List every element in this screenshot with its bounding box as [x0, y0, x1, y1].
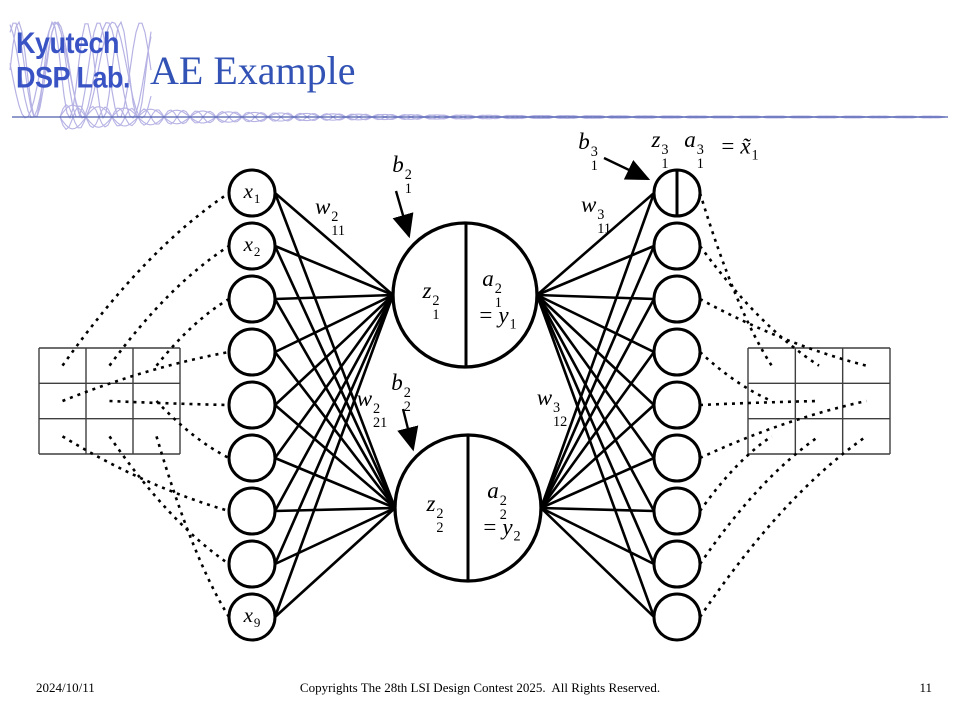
bias-arrow-b1-3 — [603, 156, 651, 181]
decoder-weight-line — [536, 294, 655, 406]
footer-date: 2024/10/11 — [36, 680, 95, 695]
decoder-weight-line — [536, 293, 655, 354]
decoder-weight-line — [535, 294, 656, 512]
bias-arrow-b2-2 — [397, 408, 419, 452]
decoder-weight-line — [536, 244, 655, 297]
encoder-weight-line — [273, 294, 395, 618]
encoder-weight-line — [273, 294, 395, 459]
input-pixel-dotted-line — [61, 435, 230, 513]
logo-line1: Kyutech — [16, 27, 120, 60]
output-pixel-dotted-line — [698, 435, 820, 565]
output-pixel-dotted-line — [699, 297, 867, 367]
input-pixel-dotted-line — [155, 400, 230, 460]
output-node — [652, 221, 702, 271]
input-pixel-dotted-line — [61, 191, 230, 367]
decoder-weight-line — [540, 404, 655, 509]
input-node — [227, 592, 277, 642]
input-node — [227, 327, 277, 377]
encoder-weight-line — [274, 244, 394, 297]
input-node-label-x2: x2 — [243, 231, 261, 260]
output-pixel-dotted-line — [698, 245, 820, 367]
input-node — [227, 274, 277, 324]
encoder-weight-line — [273, 294, 395, 565]
decoder-weight-line — [539, 245, 656, 509]
output-pixel-dotted-line — [698, 192, 773, 367]
encoder-weight-line — [273, 294, 395, 512]
input-pixel-dotted-line — [62, 350, 230, 403]
output-node — [652, 592, 702, 642]
output-eq-xtilde-label: =x̃1 — [721, 133, 759, 164]
input-node — [227, 221, 277, 271]
decoder-weight-line — [535, 294, 656, 459]
output-node — [652, 327, 702, 377]
output-node — [652, 539, 702, 589]
slide-title: AE Example — [150, 48, 356, 93]
encoder-weight-line — [274, 293, 394, 301]
output-node — [652, 486, 702, 536]
bias-arrow-b1-2 — [392, 190, 414, 239]
footer-copyright: Copyrights The 28th LSI Design Contest 2… — [299, 680, 661, 695]
decoder-weight-line — [540, 456, 655, 510]
output-pixel-dotted-line — [699, 399, 867, 460]
hidden2-eq-y2-label: =y2 — [483, 514, 521, 545]
output-node — [652, 433, 702, 483]
output-pixel-dotted-line — [698, 435, 773, 512]
input-pixel-dotted-line — [108, 244, 230, 367]
input-pixel-dotted-line — [155, 297, 230, 367]
decoder-weight-line — [535, 294, 656, 565]
encoder-weight-line — [274, 506, 396, 566]
decoder-weight-line — [539, 298, 656, 509]
decoder-weight-line — [536, 192, 655, 296]
input-node — [227, 539, 277, 589]
hidden1-eq-y1-label: =y1 — [479, 302, 517, 333]
input-pixel-dotted-line — [108, 435, 230, 566]
decoder-weight-line — [539, 351, 656, 509]
logo-wave-decoration — [9, 21, 152, 119]
input-node — [227, 380, 277, 430]
output-pixel-dotted-line — [699, 351, 773, 403]
output-pixel-grid — [747, 347, 891, 455]
encoder-weight-line — [274, 294, 394, 406]
encoder-weight-line — [274, 506, 396, 513]
decoder-weight-line — [535, 294, 656, 618]
input-pixel-dotted-line — [109, 399, 230, 407]
encoder-weight-line — [274, 456, 396, 510]
output-node — [652, 380, 702, 430]
input-node-label-x9: x9 — [243, 602, 261, 631]
decoder-weight-line — [540, 506, 655, 566]
encoder-weight-line — [274, 507, 396, 618]
input-node — [227, 168, 277, 218]
output-node — [652, 274, 702, 324]
input-node — [227, 433, 277, 483]
decoder-weight-line — [536, 293, 655, 301]
input-node — [227, 486, 277, 536]
footer-page-number: 11 — [919, 680, 932, 695]
logo-wave-decoration — [9, 22, 152, 118]
input-node-label-x1: x1 — [243, 178, 261, 207]
slide-footer: 2024/10/11 Copyrights The 28th LSI Desig… — [0, 680, 960, 704]
output-pixel-dotted-line — [699, 399, 820, 407]
decoder-weight-line — [540, 506, 655, 513]
encoder-weight-line — [274, 192, 394, 296]
decoder-weight-line — [540, 507, 655, 618]
logo-line2: DSP Lab. — [16, 62, 131, 95]
encoder-weight-line — [274, 293, 394, 354]
input-pixel-dotted-line — [155, 435, 231, 618]
